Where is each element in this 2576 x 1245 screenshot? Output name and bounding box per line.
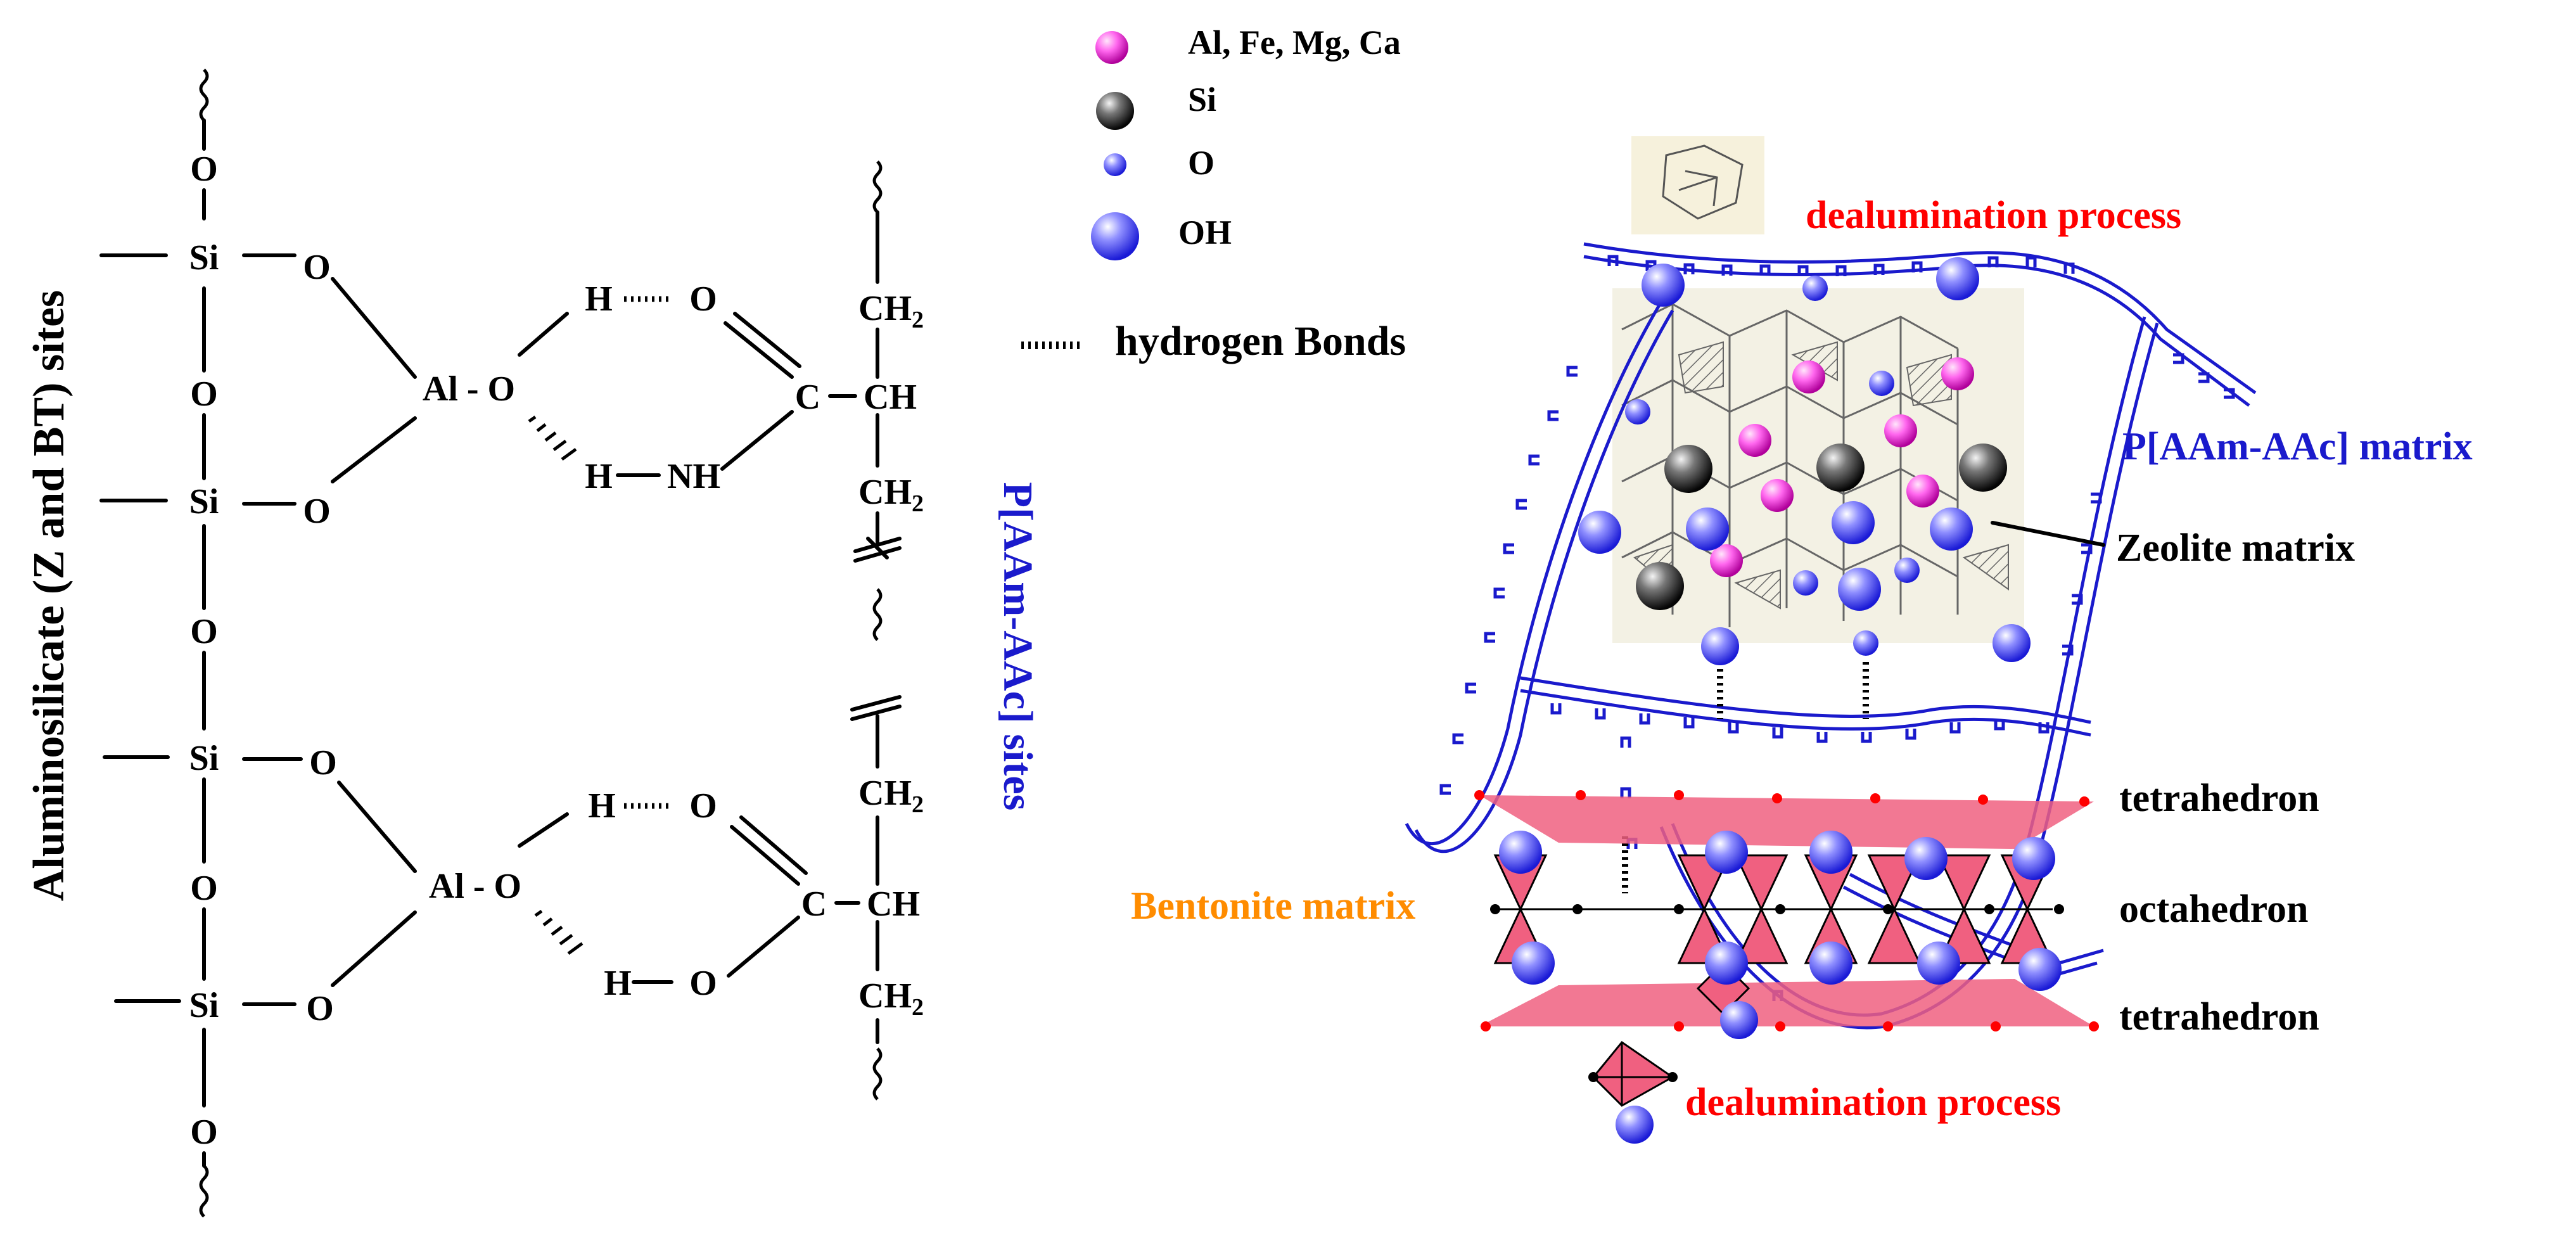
- layer-label: tetrahedron: [2119, 995, 2319, 1038]
- legend-label: Al, Fe, Mg, Ca: [1188, 23, 1401, 61]
- dealumination-bottom-label: dealumination process: [1685, 1081, 2061, 1124]
- atom-o: O: [689, 964, 717, 1003]
- aluminosilicate-label: Aluminosilicate (Z and BT) sites: [25, 290, 73, 902]
- wavy-bond-icon: [199, 68, 209, 122]
- atom-ch2: CH2: [858, 289, 924, 333]
- atom-ch: CH: [864, 378, 917, 417]
- atom-si: Si: [189, 739, 219, 778]
- zeolite-cage-icon: [1631, 136, 1764, 234]
- wavy-bond-icon: [872, 1047, 883, 1101]
- atom-nh: NH: [667, 457, 720, 496]
- legend-label: Si: [1188, 80, 1216, 118]
- polymer-matrix-label: P[AAm-AAc] matrix: [2122, 425, 2473, 468]
- atom-o: O: [190, 869, 218, 908]
- zeolite-atoms: [1578, 257, 2031, 665]
- atom-o: O: [306, 989, 334, 1028]
- legend: Al, Fe, Mg, Ca Si O OH hydrogen Bonds: [1021, 23, 1406, 364]
- atom-o: O: [190, 1113, 218, 1152]
- atom-o: O: [190, 150, 218, 189]
- black-sphere-icon: [1096, 92, 1134, 130]
- atom-ch2: CH2: [858, 473, 924, 517]
- atom-al-o: Al - O: [423, 369, 515, 409]
- atom-o: O: [190, 612, 218, 651]
- atom-o: O: [309, 743, 337, 782]
- legend-label: O: [1188, 144, 1215, 182]
- atom-ch2: CH2: [858, 774, 924, 818]
- atom-h: H: [585, 279, 613, 319]
- zeolite-matrix-label: Zeolite matrix: [2116, 527, 2355, 570]
- zeolite-pointer: [1991, 521, 2105, 547]
- aluminosilicate-structure: Aluminosilicate (Z and BT) sites: [25, 68, 1041, 1218]
- layer-label: octahedron: [2119, 888, 2309, 931]
- atom-c: C: [795, 378, 820, 417]
- atom-o: O: [190, 374, 218, 414]
- bentonite-sheets: [1474, 790, 2099, 1107]
- atom-o: O: [303, 248, 331, 287]
- legend-label: hydrogen Bonds: [1115, 318, 1406, 364]
- large-blue-sphere-icon: [1091, 212, 1139, 260]
- composite-structure: dealumination process P[AAm-AAc] matrix …: [1131, 136, 2473, 1144]
- atom-h: H: [585, 457, 613, 496]
- atom-ch: CH: [867, 884, 920, 924]
- bentonite-atoms: [1499, 831, 2062, 1144]
- atom-al-o: Al - O: [429, 867, 521, 906]
- layer-label: tetrahedron: [2119, 777, 2319, 820]
- atom-o: O: [303, 492, 331, 531]
- atom-c: C: [801, 884, 827, 924]
- atom-o: O: [689, 279, 717, 319]
- wavy-bond-icon: [872, 588, 883, 641]
- small-blue-sphere-icon: [1104, 153, 1126, 176]
- wavy-bond-icon: [872, 160, 883, 214]
- legend-label: OH: [1178, 214, 1232, 252]
- atom-o: O: [689, 786, 717, 826]
- atom-h: H: [604, 964, 632, 1003]
- pink-sphere-icon: [1095, 31, 1128, 64]
- atom-si: Si: [189, 238, 219, 278]
- atom-si: Si: [189, 482, 219, 521]
- hydrogen-bond-links: [1622, 662, 1869, 893]
- atom-ch2: CH2: [858, 976, 924, 1021]
- atom-h: H: [588, 786, 616, 826]
- wavy-bond-icon: [199, 1165, 209, 1218]
- atom-si: Si: [189, 986, 219, 1025]
- dealumination-top-label: dealumination process: [1806, 194, 2181, 237]
- bentonite-matrix-label: Bentonite matrix: [1131, 884, 1415, 928]
- polymer-sites-label: P[AAm-AAc] sites: [995, 482, 1041, 811]
